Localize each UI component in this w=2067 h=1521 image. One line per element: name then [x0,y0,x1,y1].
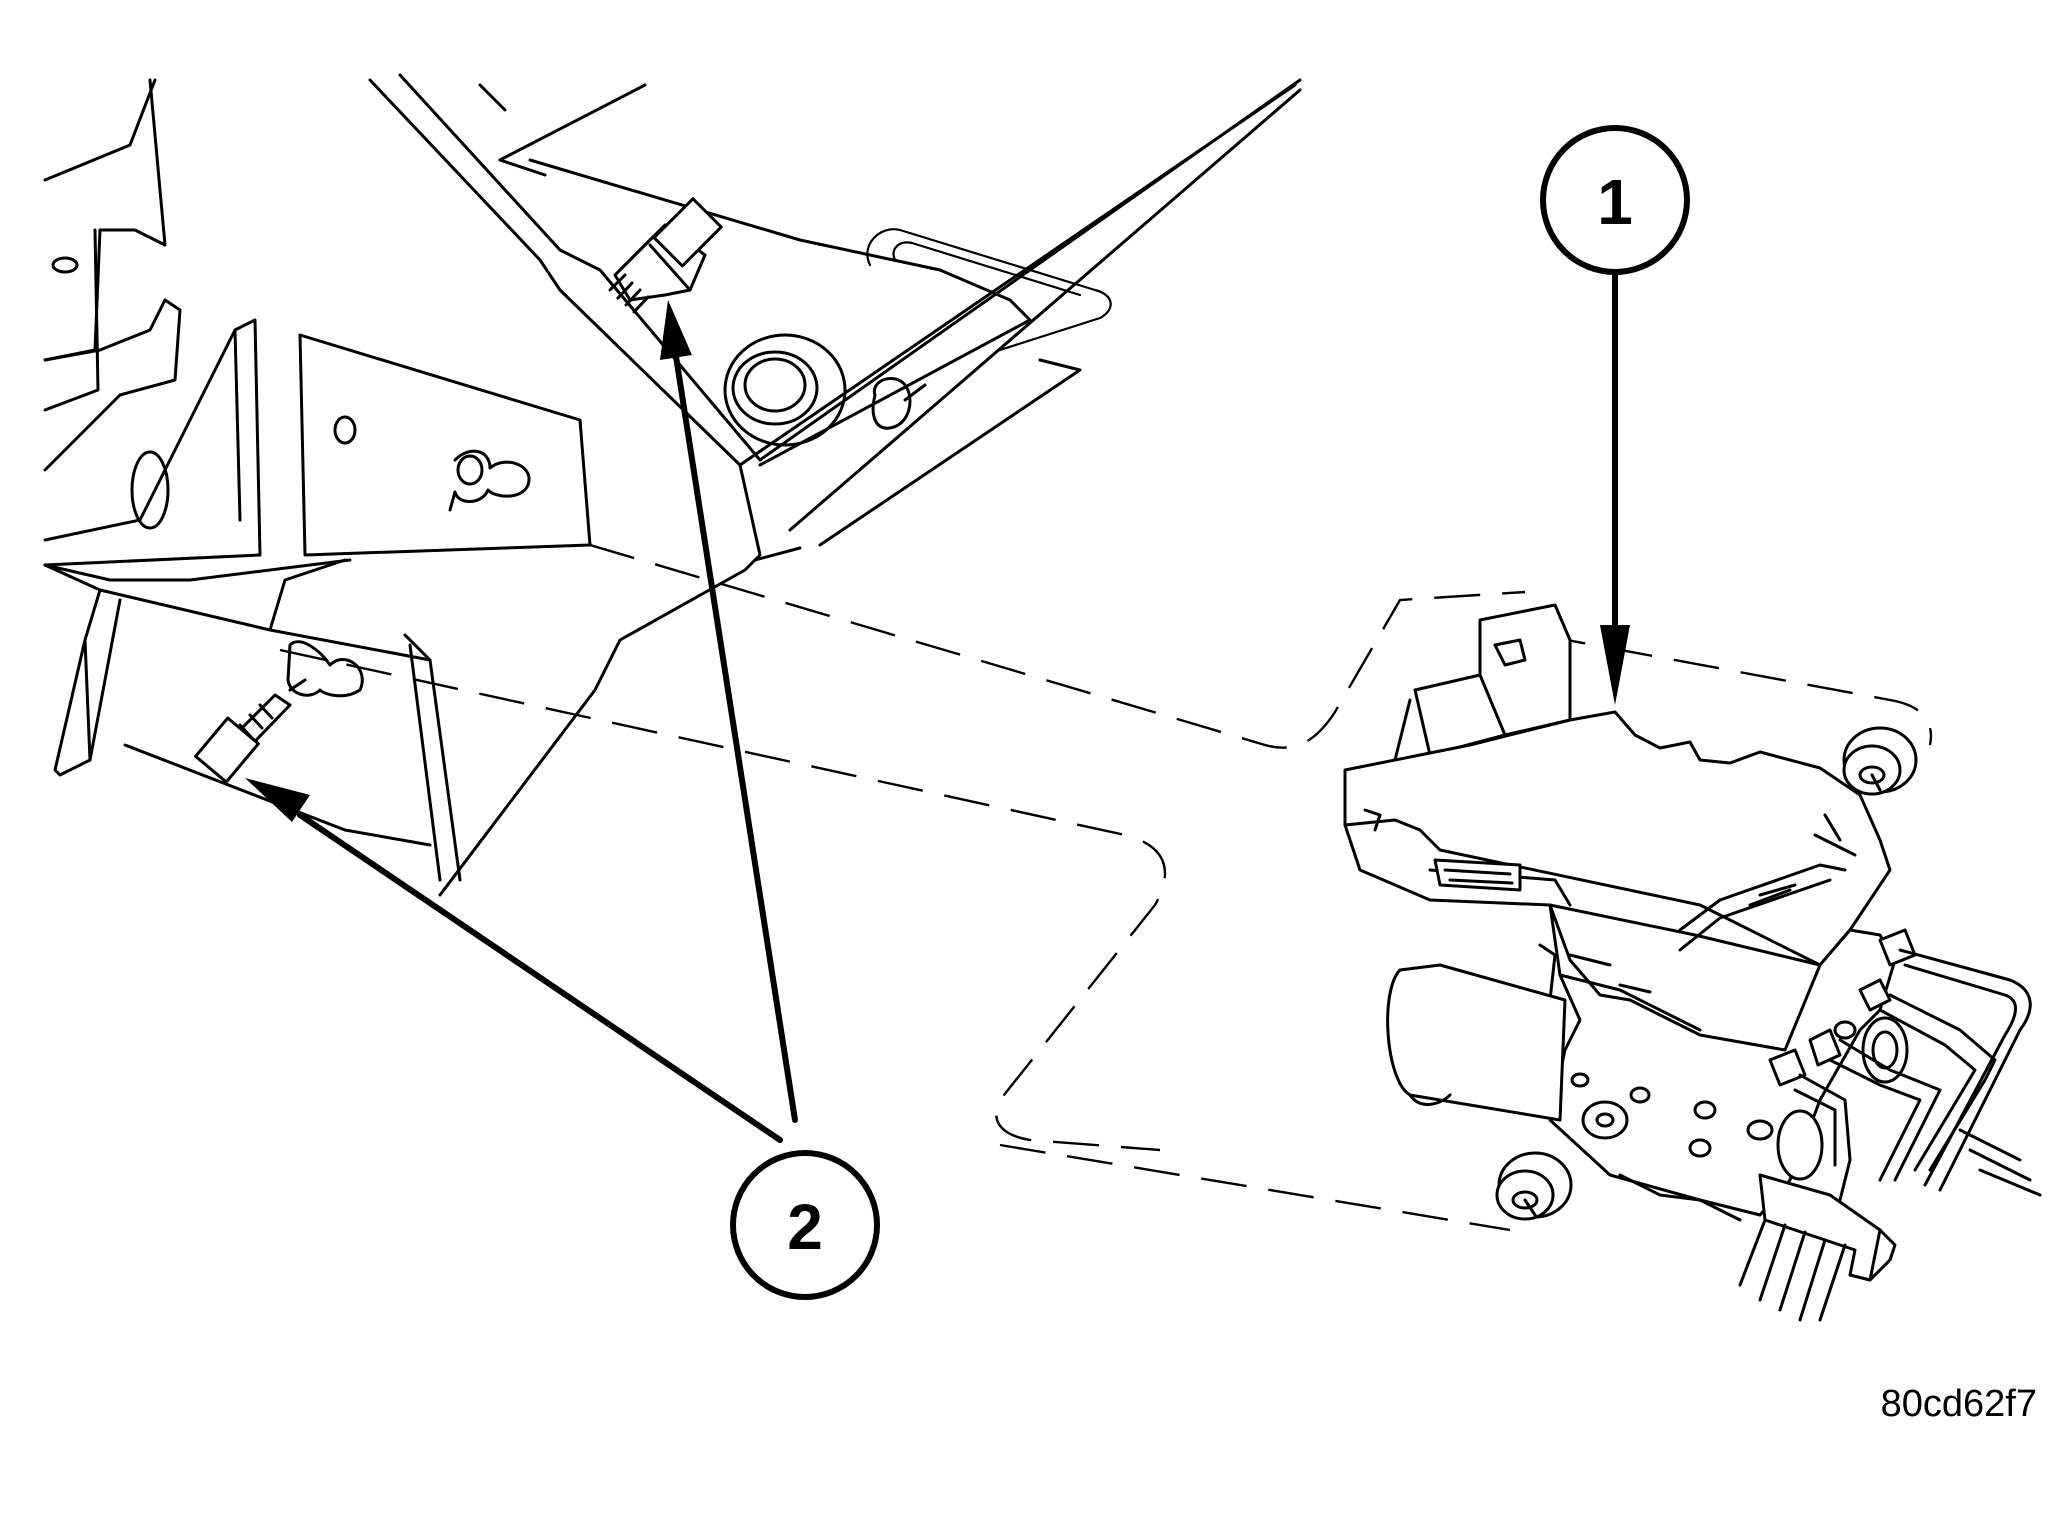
callout-1-label: 1 [1597,166,1633,238]
upper-bolt [608,197,723,314]
alignment-lines [279,543,1933,1232]
leader-arrows [245,262,1630,1143]
lower-bolt [194,640,364,784]
grommet-upper-right [1842,726,1918,796]
callout-2: 2 [730,1150,880,1300]
figure-id: 80cd62f7 [1880,1383,2037,1425]
callout-1: 1 [1540,125,1690,275]
callout-2-label: 2 [787,1191,823,1263]
module-assembly [1343,603,2042,1322]
grommet-lower-left [1495,1151,1573,1221]
frame-structure [43,73,1302,897]
